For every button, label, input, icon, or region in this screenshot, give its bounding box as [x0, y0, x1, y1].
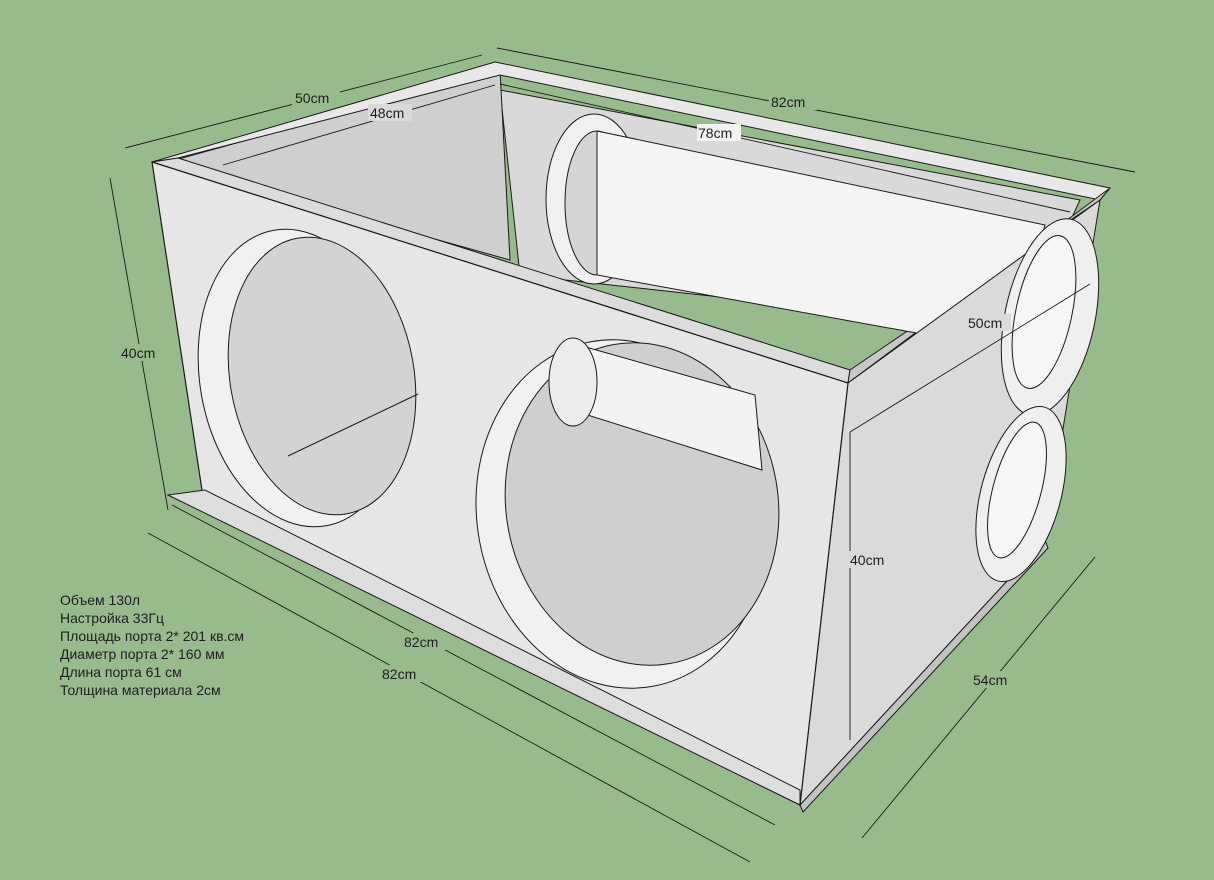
spec-port-diameter: Диаметр порта 2* 160 мм — [60, 646, 225, 662]
dim-label-outer-height-left: 40cm — [121, 345, 155, 361]
dim-label-outer-length-top: 82cm — [771, 94, 805, 110]
speaker-cutout-left-hole — [227, 236, 417, 516]
spec-port-area: Площадь порта 2* 201 кв.см — [60, 628, 245, 644]
side-panel-right-bottom-edge — [799, 539, 1049, 813]
spec-port-length: Длина порта 61 см — [60, 664, 182, 680]
speaker-cutout-left-interior-edge — [287, 393, 419, 457]
spec-notes: Объем 130л Настройка 33Гц Площадь порта … — [60, 591, 244, 699]
dim-line-front-length-inner — [171, 504, 776, 826]
port-tube-upper — [545, 113, 1046, 351]
dim-line-front-length-outer — [147, 532, 751, 863]
side-port-lower-opening — [987, 421, 1047, 559]
dim-line-inner-depth-top — [222, 84, 496, 166]
spec-material-thickness: Толщина материала 2см — [60, 682, 221, 698]
dim-label-side-depth-bottom: 54cm — [973, 672, 1007, 688]
dim-label-side-height: 40cm — [850, 552, 884, 568]
spec-tuning: Настройка 33Гц — [60, 610, 164, 626]
dim-label-inner-length-port: 78cm — [698, 125, 732, 141]
front-panel-bottom-strip — [166, 489, 801, 806]
side-port-lower — [975, 405, 1067, 583]
dim-line-inner-length-port — [499, 83, 1071, 213]
dim-line-side-depth-bottom — [861, 556, 1096, 839]
dim-label-inner-depth-top: 48cm — [370, 105, 404, 121]
dim-label-outer-depth-top: 50cm — [295, 90, 329, 106]
dim-label-front-length-outer: 82cm — [382, 666, 416, 682]
port-lower-front-flange — [548, 337, 598, 427]
speaker-cutout-left — [197, 228, 419, 528]
dimension-labels: 50cm 48cm 82cm 78cm 40cm 50cm 40cm 82cm … — [119, 89, 1016, 688]
dim-label-side-depth-inner: 50cm — [968, 315, 1002, 331]
spec-volume: Объем 130л — [60, 592, 141, 608]
dim-line-side-depth-inner — [849, 283, 1091, 433]
dim-label-front-length-inner: 82cm — [404, 634, 438, 650]
speaker-cutout-right — [475, 337, 780, 689]
